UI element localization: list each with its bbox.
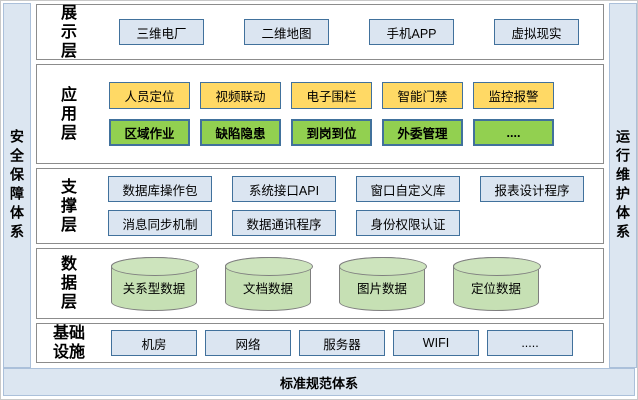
node-label: 关系型数据 — [122, 281, 186, 296]
diagram-node: 数据库操作包 — [108, 176, 212, 202]
diagram-node: 虚拟现实 — [494, 19, 579, 45]
node-row: 三维电厂 二维地图 手机APP 虚拟现实 — [119, 19, 603, 45]
layer-title-line: 据 — [60, 275, 77, 292]
node-label: .... — [506, 125, 521, 140]
node-row: 数据库操作包 系统接口API 窗口自定义库 报表设计程序 — [108, 176, 603, 202]
layer-data: 数据层 关系型数据 文档数据 图片数据 定位数据 — [36, 248, 604, 319]
diagram-node: 区域作业 — [109, 119, 190, 146]
node-label: 区域作业 — [124, 127, 175, 141]
left-system-bar: 安全保障体系 — [3, 3, 31, 368]
diagram-node: .... — [473, 119, 554, 146]
node-label: 网络 — [235, 337, 261, 352]
node-label: 电子围栏 — [306, 90, 357, 104]
diagram-node: 视频联动 — [200, 82, 281, 109]
node-label: 缺陷隐患 — [215, 127, 266, 141]
layer-title-line: 撑 — [60, 197, 77, 215]
node-label: 服务器 — [323, 337, 361, 352]
node-label: 定位数据 — [470, 281, 521, 296]
layer-title-line: 数 — [60, 256, 77, 273]
node-label: 到岗到位 — [306, 127, 357, 141]
node-label: 机房 — [141, 337, 167, 352]
layer-title-presentation: 展示层 — [37, 4, 101, 60]
node-label: 人员定位 — [124, 90, 175, 104]
node-label: 数据库操作包 — [122, 183, 198, 198]
node-label: 二维地图 — [261, 26, 312, 41]
node-label: 身份权限认证 — [370, 217, 446, 232]
layer-infrastructure: 基础设施 机房 网络 服务器 WIFI..... — [36, 323, 604, 363]
right-system-bar: 运行维护体系 — [609, 3, 637, 368]
node-label: ..... — [521, 336, 539, 350]
layer-title-line: 应 — [60, 86, 77, 104]
diagram-node: 二维地图 — [244, 19, 329, 45]
diagram-node: 身份权限认证 — [356, 210, 460, 236]
layer-title-data: 数据层 — [37, 249, 101, 318]
diagram-node: 监控报警 — [473, 82, 554, 109]
bottom-system-label: 标准规范体系 — [279, 375, 358, 391]
node-label: 文档数据 — [242, 281, 293, 296]
diagram-node: 智能门禁 — [382, 82, 463, 109]
layer-title-line: 示 — [60, 23, 77, 41]
diagram-node: 窗口自定义库 — [356, 176, 460, 202]
diagram-node: WIFI — [393, 330, 479, 356]
layer-title-application: 应用层 — [37, 65, 101, 163]
node-row: 机房 网络 服务器 WIFI..... — [111, 330, 603, 356]
database-cylinder: 文档数据 — [225, 256, 313, 311]
layer-application: 应用层 人员定位 视频联动 电子围栏 智能门禁 监控报警区域作业 缺陷隐患 到岗到位 外委管理.… — [36, 64, 604, 164]
node-label: 系统接口API — [248, 183, 320, 198]
diagram-node: 机房 — [111, 330, 197, 356]
node-label: 智能门禁 — [397, 90, 448, 104]
layer-title-line: 用 — [60, 105, 77, 123]
node-label: 外委管理 — [397, 127, 448, 141]
node-label: 监控报警 — [488, 90, 539, 104]
node-label: 数据通讯程序 — [246, 217, 322, 232]
node-label: 三维电厂 — [136, 26, 187, 41]
layer-title-line: 层 — [60, 124, 77, 142]
node-label: 视频联动 — [215, 90, 266, 104]
database-cylinder: 图片数据 — [339, 256, 427, 311]
diagram-node: ..... — [487, 330, 573, 356]
node-row: 区域作业 缺陷隐患 到岗到位 外委管理.... — [109, 119, 603, 146]
node-label: 报表设计程序 — [494, 183, 570, 198]
diagram-node: 数据通讯程序 — [232, 210, 336, 236]
layer-title-infrastructure: 基础设施 — [37, 324, 101, 362]
node-label: 手机APP — [386, 26, 437, 41]
layer-title-support: 支撑层 — [37, 169, 101, 243]
layer-title-line: 层 — [60, 294, 77, 311]
diagram-node: 服务器 — [299, 330, 385, 356]
layer-title-line: 设施 — [52, 344, 85, 361]
layer-title-line: 支 — [60, 178, 77, 196]
diagram-node: 电子围栏 — [291, 82, 372, 109]
diagram-node: 到岗到位 — [291, 119, 372, 146]
right-system-label: 运行维护体系 — [615, 128, 631, 243]
node-label: 窗口自定义库 — [370, 183, 446, 198]
diagram-node: 缺陷隐患 — [200, 119, 281, 146]
diagram-node: 三维电厂 — [119, 19, 204, 45]
diagram-node: 人员定位 — [109, 82, 190, 109]
layer-support: 支撑层 数据库操作包 系统接口API 窗口自定义库 报表设计程序消息同步机制 数据通讯程序… — [36, 168, 604, 244]
layer-presentation: 展示层 三维电厂 二维地图 手机APP 虚拟现实 — [36, 4, 604, 60]
layer-title-line: 层 — [60, 42, 77, 60]
node-row: 消息同步机制 数据通讯程序 身份权限认证 — [108, 210, 603, 236]
diagram-node: 外委管理 — [382, 119, 463, 146]
node-row: 关系型数据 文档数据 图片数据 定位数据 — [111, 256, 603, 311]
diagram-node: 消息同步机制 — [108, 210, 212, 236]
node-label: 消息同步机制 — [122, 217, 198, 232]
node-row: 人员定位 视频联动 电子围栏 智能门禁 监控报警 — [109, 82, 603, 109]
node-label: 图片数据 — [356, 281, 407, 296]
database-cylinder: 定位数据 — [453, 256, 541, 311]
database-cylinder: 关系型数据 — [111, 256, 199, 311]
node-label: 虚拟现实 — [511, 26, 562, 41]
diagram-node: 系统接口API — [232, 176, 336, 202]
left-system-label: 安全保障体系 — [9, 128, 25, 243]
node-label: WIFI — [422, 336, 450, 350]
layer-title-line: 展 — [60, 4, 77, 22]
bottom-system-bar: 标准规范体系 — [3, 368, 635, 396]
layer-title-line: 层 — [60, 216, 77, 234]
diagram-node: 报表设计程序 — [480, 176, 584, 202]
diagram-node: 手机APP — [369, 19, 454, 45]
layer-title-line: 基础 — [52, 325, 85, 342]
diagram-node: 网络 — [205, 330, 291, 356]
